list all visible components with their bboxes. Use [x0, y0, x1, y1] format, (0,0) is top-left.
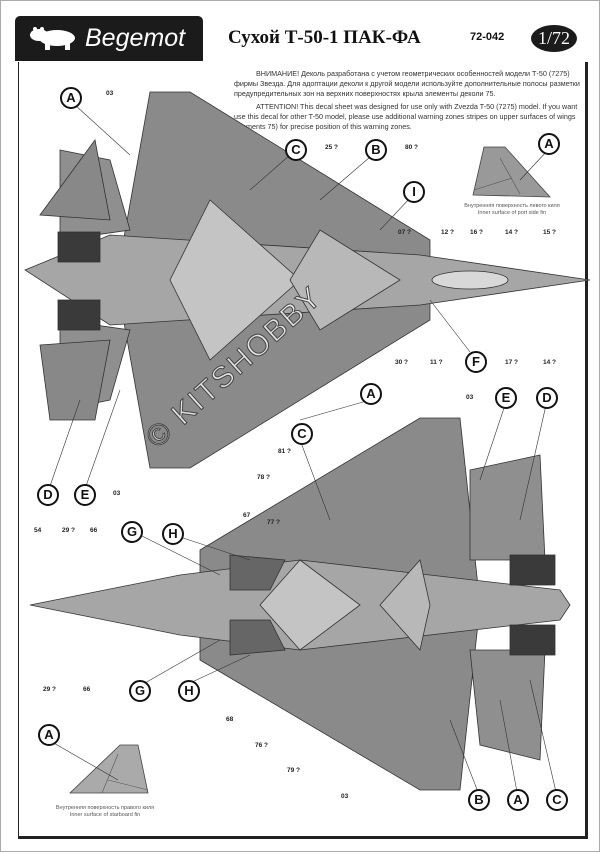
page-title: Сухой Т-50-1 ПАК-ФА: [228, 27, 421, 48]
warning-note-ru: ВНИМАНИЕ! Деколь разработана с учетом ге…: [234, 69, 580, 98]
port-fin-view: [472, 146, 551, 198]
brand-logo: Begemot: [15, 16, 203, 61]
callout-a: A: [538, 133, 560, 155]
callout-c: C: [285, 139, 307, 161]
callout-d: D: [37, 484, 59, 506]
decal-number: 29 ?: [43, 686, 57, 693]
decal-number: 17 ?: [505, 359, 519, 366]
scale-badge: 1/72: [531, 25, 577, 52]
callout-i: I: [403, 181, 425, 203]
aircraft-top-view: [24, 91, 591, 469]
decal-number: 81 ?: [278, 448, 292, 455]
decal-number: 77 ?: [267, 519, 281, 526]
decal-number: 03: [341, 793, 349, 800]
decal-number: 67: [243, 512, 251, 519]
decal-number: 29 ?: [62, 527, 76, 534]
callout-g: G: [121, 521, 143, 543]
callout-g: G: [129, 680, 151, 702]
decal-number: 03: [106, 90, 114, 97]
port-fin-caption-en: Inner surface of port side fin: [477, 210, 547, 216]
decal-number: 25 ?: [325, 144, 339, 151]
port-fin-caption-ru: Внутренняя поверхность левого киля: [464, 203, 560, 209]
callout-d: D: [536, 387, 558, 409]
callout-c: C: [546, 789, 568, 811]
decal-number: 07 ?: [398, 229, 412, 236]
starboard-fin-caption-en: Inner surface of starboard fin: [69, 812, 141, 818]
callout-b: B: [468, 789, 490, 811]
aircraft-bottom-view: [29, 417, 571, 791]
decal-number: 30 ?: [395, 359, 409, 366]
decal-number: 54: [34, 527, 42, 534]
callout-c: C: [291, 423, 313, 445]
callout-e: E: [74, 484, 96, 506]
callout-f: F: [465, 351, 487, 373]
decal-number: 03: [466, 394, 474, 401]
kit-code: 72-042: [470, 31, 505, 43]
callout-h: H: [178, 680, 200, 702]
decal-number: 14 ?: [505, 229, 519, 236]
callout-e: E: [495, 387, 517, 409]
decal-number: 11 ?: [430, 359, 443, 366]
hippo-icon: [30, 27, 75, 50]
callout-h: H: [162, 523, 184, 545]
decal-number: 15 ?: [543, 229, 557, 236]
decal-number: 79 ?: [287, 767, 301, 774]
content-frame: [18, 62, 588, 839]
callout-a: A: [360, 383, 382, 405]
starboard-fin-caption-ru: Внутренняя поверхность правого киля: [55, 805, 155, 811]
callout-b: B: [365, 139, 387, 161]
callout-a: A: [60, 87, 82, 109]
decal-number: 03: [113, 490, 121, 497]
brand-name: Begemot: [85, 24, 186, 52]
decal-number: 16 ?: [470, 229, 484, 236]
starboard-fin-view: [69, 744, 149, 794]
decal-number: 66: [90, 527, 98, 534]
callout-a: A: [38, 724, 60, 746]
decal-number: 80 ?: [405, 144, 419, 151]
decal-number: 78 ?: [257, 474, 271, 481]
decal-number: 12 ?: [441, 229, 455, 236]
decal-number: 66: [83, 686, 91, 693]
callout-a: A: [507, 789, 529, 811]
warning-note-en: ATTENTION! This decal sheet was designed…: [234, 102, 578, 131]
decal-number: 76 ?: [255, 742, 269, 749]
decal-number: 68: [226, 716, 234, 723]
leader-lines: [49, 104, 557, 793]
decal-number: 14 ?: [543, 359, 557, 366]
